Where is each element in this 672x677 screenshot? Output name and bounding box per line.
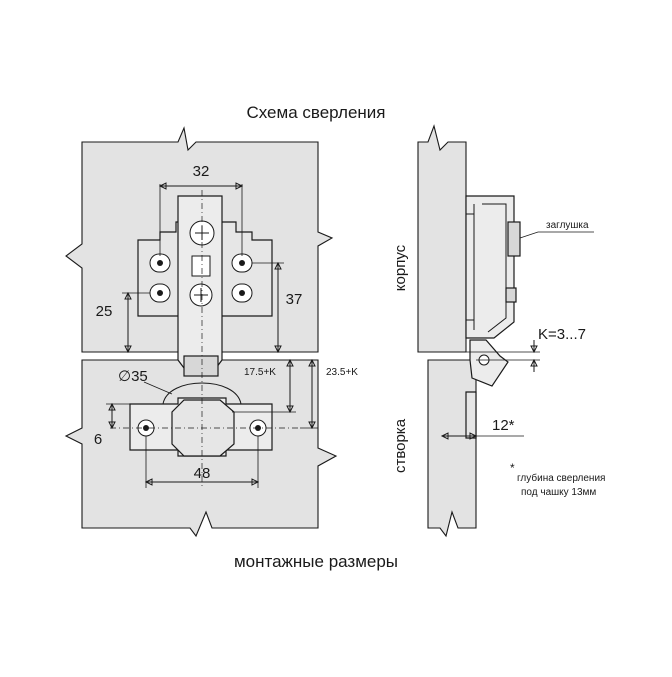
dimension-17-5-k: 17.5+K (232, 358, 296, 414)
title-mounting-dimensions: монтажные размеры (234, 552, 398, 571)
footnote-star: * (510, 461, 515, 475)
door-panel-side (427, 359, 477, 538)
label-dim-k: K=3...7 (538, 326, 586, 343)
label-dim-32: 32 (193, 163, 210, 180)
plate-mounting-holes (149, 253, 253, 303)
label-dim-17-5-k: 17.5+K (244, 367, 276, 378)
label-dim-23-5-k: 23.5+K (326, 367, 358, 378)
label-dim-48: 48 (194, 465, 211, 482)
cabinet-panel-side (417, 124, 467, 353)
dimension-12: 12* (440, 417, 524, 440)
label-dim-6: 6 (94, 431, 102, 448)
hinge-side-cover-plug (507, 221, 521, 257)
arm-window (191, 255, 211, 277)
dimension-48: 48 (144, 436, 260, 488)
title-drilling-scheme: Схема сверления (246, 103, 385, 122)
dimension-32: 32 (158, 163, 244, 256)
dimension-37: 37 (252, 261, 303, 354)
label-dim-12: 12* (492, 417, 515, 434)
dimension-23-5-k: 23.5+K (300, 358, 358, 430)
hinge-side-detail (466, 203, 507, 333)
adjustment-screw-bottom (189, 283, 213, 307)
hinge-side-screw (505, 287, 517, 303)
footnote-line-2: под чашку 13мм (521, 487, 596, 498)
hinge-side-body (465, 195, 515, 339)
hinge-side-knuckle (469, 339, 509, 387)
dimension-6: 6 (94, 402, 130, 448)
callout-plug: заглушка (519, 220, 594, 239)
label-dim-d35: ∅35 (118, 368, 148, 385)
label-dim-37: 37 (286, 291, 303, 308)
label-cabinet-body: корпус (392, 244, 409, 291)
dimension-25: 25 (96, 291, 150, 354)
hinge-knuckle (183, 355, 219, 377)
footnote: * глубина сверления под чашку 13мм (510, 461, 605, 498)
footnote-line-1: глубина сверления (517, 472, 605, 484)
label-door: створка (392, 418, 409, 473)
label-dim-25: 25 (96, 303, 113, 320)
dimension-d35: ∅35 (118, 368, 173, 395)
dimension-k: K=3...7 (466, 326, 586, 372)
cup-diameter-arc (162, 382, 242, 405)
label-plug: заглушка (546, 220, 589, 231)
hinge-side-cup (465, 391, 477, 439)
